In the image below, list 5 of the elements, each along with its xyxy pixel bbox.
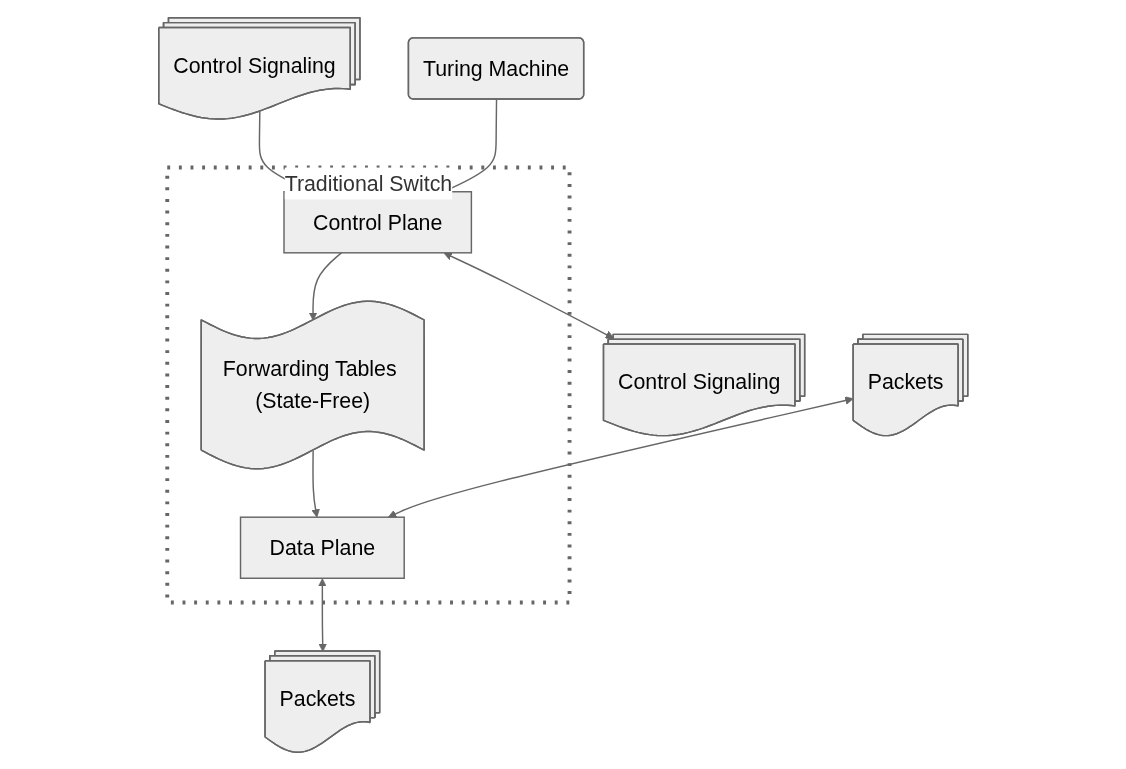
arrow: [311, 449, 320, 518]
node-box: Control Plane: [283, 190, 472, 254]
node-box: Data Plane: [239, 515, 405, 579]
arrow: [443, 251, 614, 339]
arrow: [387, 395, 854, 518]
